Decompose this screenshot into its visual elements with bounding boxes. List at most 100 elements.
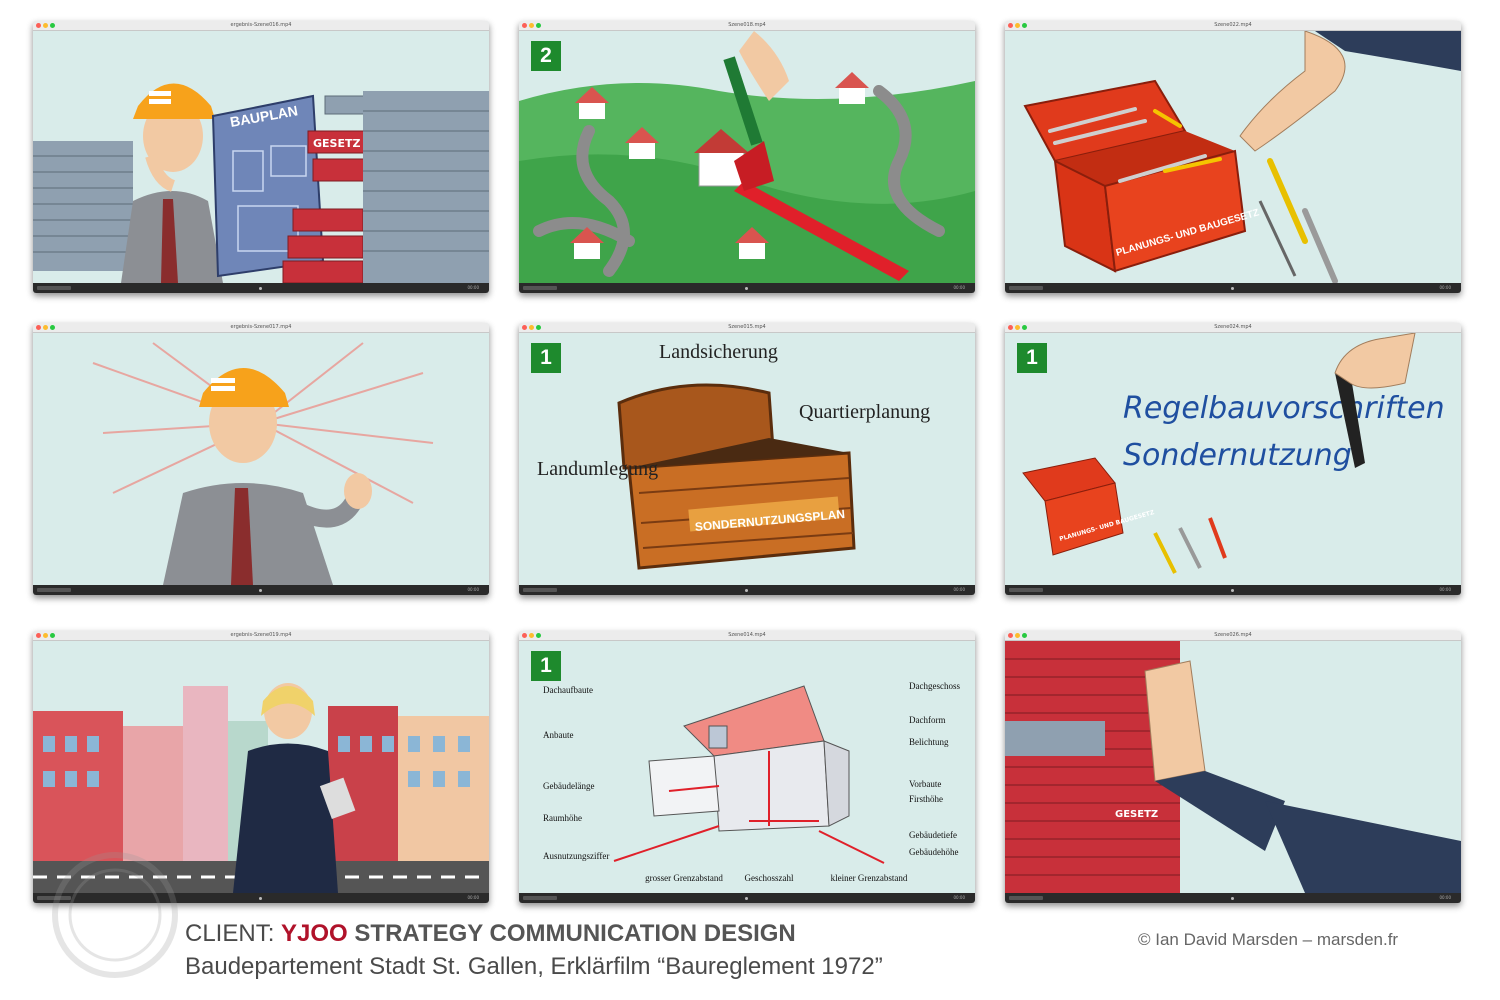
zoom-button[interactable]: [1022, 325, 1027, 330]
zoom-button[interactable]: [536, 23, 541, 28]
playhead[interactable]: [1231, 897, 1234, 900]
playhead[interactable]: [745, 897, 748, 900]
close-button[interactable]: [522, 633, 527, 638]
play-controls[interactable]: [37, 286, 71, 290]
window-title: Szene022.mp4: [1214, 22, 1252, 28]
treasure-chest: SONDERNUTZUNGSPLAN: [617, 383, 856, 570]
window-titlebar[interactable]: ergebnis-Szene017.mp4: [33, 323, 489, 333]
minimize-button[interactable]: [1015, 325, 1020, 330]
zoom-button[interactable]: [1022, 23, 1027, 28]
video-window-6[interactable]: Szene024.mp4 Regelbauvorschriften Sonder…: [1005, 323, 1461, 595]
handwritten-line-1: Regelbauvorschriften: [1123, 391, 1445, 426]
sleeve: [1315, 31, 1461, 71]
tools-loose: [1153, 517, 1227, 574]
playhead[interactable]: [1231, 287, 1234, 290]
minimize-button[interactable]: [529, 633, 534, 638]
diagram-label-bottom: Geschosszahl: [745, 873, 794, 883]
zoom-button[interactable]: [1022, 633, 1027, 638]
close-button[interactable]: [36, 633, 41, 638]
scene-building-diagram: DachaufbauteAnbauteGebäudelängeRaumhöheA…: [543, 681, 960, 883]
diagram-labels: DachaufbauteAnbauteGebäudelängeRaumhöheA…: [543, 681, 960, 883]
playhead[interactable]: [745, 287, 748, 290]
player-controls[interactable]: 00:00: [1005, 585, 1461, 595]
hand: [1239, 31, 1346, 152]
window-titlebar[interactable]: Szene015.mp4: [519, 323, 975, 333]
video-window-7[interactable]: ergebnis-Szene019.mp4: [33, 631, 489, 903]
player-controls[interactable]: 00:00: [33, 585, 489, 595]
video-window-1[interactable]: ergebnis-Szene016.mp4 BAUPLAN: [33, 21, 489, 293]
video-window-5[interactable]: Szene015.mp4 SONDERNUTZUNGSPLAN Landsich…: [519, 323, 975, 595]
step-badge: 1: [1017, 343, 1047, 373]
window-titlebar[interactable]: Szene018.mp4: [519, 21, 975, 31]
minimize-button[interactable]: [529, 325, 534, 330]
fountain-pen: [1335, 371, 1365, 468]
window-titlebar[interactable]: Szene026.mp4: [1005, 631, 1461, 641]
minimize-button[interactable]: [43, 23, 48, 28]
close-button[interactable]: [1008, 633, 1013, 638]
timecode: 00:00: [953, 285, 965, 290]
project-line: Baudepartement Stadt St. Gallen, Erklärf…: [185, 953, 883, 980]
player-controls[interactable]: 00:00: [1005, 893, 1461, 903]
close-button[interactable]: [522, 23, 527, 28]
video-window-4[interactable]: ergebnis-Szene017.mp4 00:00: [33, 323, 489, 595]
window-titlebar[interactable]: Szene024.mp4: [1005, 323, 1461, 333]
minimize-button[interactable]: [1015, 633, 1020, 638]
minimize-button[interactable]: [529, 23, 534, 28]
close-button[interactable]: [36, 325, 41, 330]
play-controls[interactable]: [523, 588, 557, 592]
minimize-button[interactable]: [1015, 23, 1020, 28]
copyright-line: © Ian David Marsden – marsden.fr: [1138, 930, 1399, 949]
minimize-button[interactable]: [43, 633, 48, 638]
player-controls[interactable]: 00:00: [33, 283, 489, 293]
businesswoman-figure: [233, 683, 356, 893]
close-button[interactable]: [1008, 325, 1013, 330]
playhead[interactable]: [1231, 589, 1234, 592]
tablet: [319, 777, 356, 820]
video-window-2[interactable]: Szene018.mp4 2 00:00: [519, 21, 975, 293]
scene-toolbox: PLANUNGS- UND BAUGESETZ: [1023, 31, 1461, 283]
window-titlebar[interactable]: Szene022.mp4: [1005, 21, 1461, 31]
diagram-label-left: Raumhöhe: [543, 813, 582, 823]
close-button[interactable]: [36, 23, 41, 28]
zoom-button[interactable]: [536, 325, 541, 330]
player-controls[interactable]: 00:00: [519, 283, 975, 293]
play-controls[interactable]: [37, 588, 71, 592]
video-window-9[interactable]: Szene026.mp4 GESETZ 00:00: [1005, 631, 1461, 903]
diagram-label-right: Gebäudehöhe: [909, 847, 958, 857]
player-controls[interactable]: 00:00: [33, 893, 489, 903]
diagram-label-right: Vorbaute: [909, 779, 941, 789]
playhead[interactable]: [745, 589, 748, 592]
play-controls[interactable]: [1009, 588, 1043, 592]
video-window-3[interactable]: Szene022.mp4 PLANUNGS- UND BAUGESETZ: [1005, 21, 1461, 293]
window-titlebar[interactable]: ergebnis-Szene019.mp4: [33, 631, 489, 641]
window-title: Szene024.mp4: [1214, 324, 1252, 330]
player-controls[interactable]: 00:00: [519, 893, 975, 903]
player-controls[interactable]: 00:00: [519, 585, 975, 595]
close-button[interactable]: [1008, 23, 1013, 28]
player-controls[interactable]: 00:00: [1005, 283, 1461, 293]
zoom-button[interactable]: [536, 633, 541, 638]
playhead[interactable]: [259, 287, 262, 290]
zoom-button[interactable]: [50, 23, 55, 28]
close-button[interactable]: [522, 325, 527, 330]
window-titlebar[interactable]: Szene014.mp4: [519, 631, 975, 641]
play-controls[interactable]: [523, 896, 557, 900]
play-controls[interactable]: [1009, 896, 1043, 900]
playhead[interactable]: [259, 589, 262, 592]
window-titlebar[interactable]: ergebnis-Szene016.mp4: [33, 21, 489, 31]
red-paint-stroke: [734, 181, 909, 281]
playhead[interactable]: [259, 897, 262, 900]
minimize-button[interactable]: [43, 325, 48, 330]
play-controls[interactable]: [523, 286, 557, 290]
play-controls[interactable]: [37, 896, 71, 900]
window-title: Szene014.mp4: [728, 632, 766, 638]
zoom-button[interactable]: [50, 325, 55, 330]
house-diagram: [613, 685, 885, 864]
step-badge: 1: [531, 343, 561, 373]
play-controls[interactable]: [1009, 286, 1043, 290]
zoom-button[interactable]: [50, 633, 55, 638]
label-landumlegung: Landumlegung: [537, 458, 658, 480]
client-label: CLIENT:: [185, 920, 275, 947]
timecode: 00:00: [467, 895, 479, 900]
